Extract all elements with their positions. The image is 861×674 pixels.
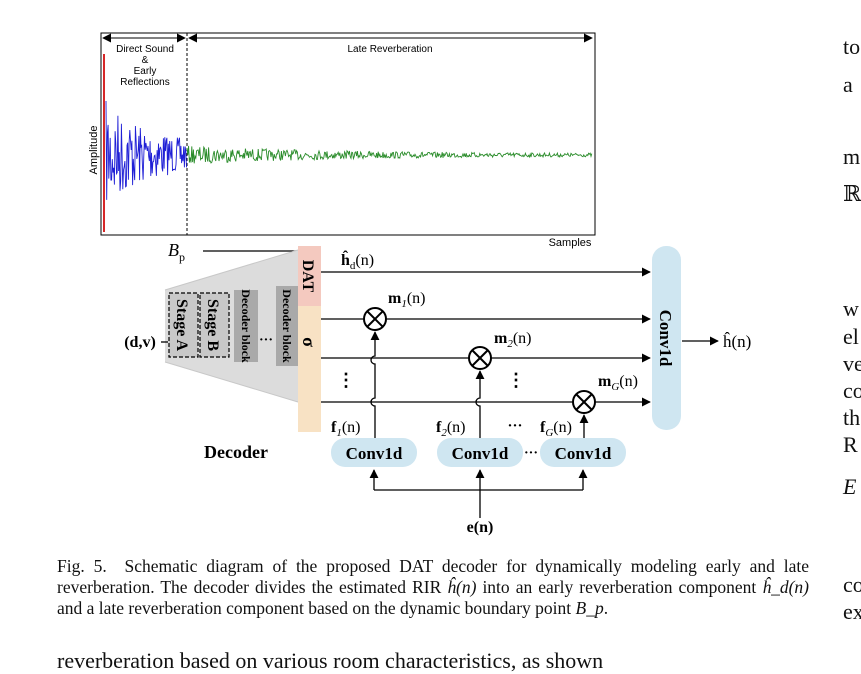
rcol-2: m [843,144,861,169]
region-amp-label: & [142,55,149,66]
f1-label: f1(n) [331,419,360,439]
feed-1 [370,331,380,438]
mg-label: mG(n) [598,373,638,393]
caption-text-1: Schematic diagram of the proposed DAT de… [57,556,809,597]
rcol-5: el [843,324,859,349]
plot-ylabel: Amplitude [88,126,100,175]
early-reflections-trace [105,100,187,200]
conv1d-main-box [652,246,681,430]
rcol-3: ℝ [843,181,861,206]
sigma-label: σ [299,337,319,347]
dat-decoder-figure: Amplitude Samples Direct Sound & Early R… [88,32,751,536]
rcol-0: to [843,34,861,59]
f2-label: f2(n) [436,419,465,439]
stage-b-box [199,292,230,358]
decoder-dots: ··· [259,333,273,348]
caption-h: ĥ(n) [447,577,477,597]
stage-a-label: Stage A [173,299,190,351]
stage-b-label: Stage B [204,299,221,351]
rcol-11: co [843,572,861,597]
conv1d-2-box [437,438,523,467]
body-text-line: reverberation based on various room char… [57,648,604,673]
region-early-label: Early [134,66,157,77]
caption-bp: B_p [575,598,604,618]
rcol-7: co [843,378,861,403]
region-late-label: Late Reverberation [347,44,432,55]
feed-2 [475,370,485,438]
vdots-left: ⋮ [337,370,355,390]
rir-plot: Amplitude Samples Direct Sound & Early R… [88,32,596,249]
e-label: e(n) [467,519,494,536]
caption-text-3: and a late reverberation component based… [57,598,576,618]
plot-frame [100,32,596,236]
conv1d-main-label: Conv1d [656,310,675,367]
decoder-block-1 [234,290,258,362]
hdots-f: ··· [507,418,522,434]
hdots-conv: ··· [524,446,538,461]
rcol-10: E [843,474,857,499]
m1-label: m1(n) [388,290,425,310]
rcol-4: w [843,296,859,321]
caption-fig-number: Fig. 5. [57,556,107,576]
region-direct-label: Direct Sound [116,44,174,55]
conv1d-g-label: Conv1d [555,444,612,463]
rcol-1: a [843,72,853,97]
conv1d-g-box [540,438,626,467]
stage-a-box [168,292,199,358]
decoder-edge-top [164,249,299,291]
boundary-symbol: Bp [168,240,185,264]
rcol-6: ve [843,351,861,376]
input-dv-label: (d,v) [124,334,156,351]
multiplier-g [572,390,596,414]
figure-caption: Fig. 5. Schematic diagram of the propose… [57,556,809,619]
conv1d-2-label: Conv1d [452,444,509,463]
caption-hd: ĥ_d(n) [762,577,809,597]
conv1d-1-label: Conv1d [346,444,403,463]
dat-label: DAT [299,260,316,293]
waveform [103,54,593,232]
plot-xlabel: Samples [549,237,592,249]
sigma-box [298,306,321,432]
rcol-9: R [843,432,858,457]
m2-label: m2(n) [494,330,531,350]
decoder: Stage A Stage B Decoder block ··· Decode… [164,249,299,462]
decoder-trapezoid [165,250,298,402]
decoder-edge-bottom [164,361,299,403]
conv1d-1-box [331,438,417,467]
multiplier-2 [468,346,492,370]
region-reflections-label: Reflections [120,77,169,88]
output-label: ĥ(n) [723,332,751,351]
fg-label: fG(n) [540,419,572,439]
dat-box [298,246,321,306]
decoder-block-1-label: Decoder block [239,289,253,363]
late-reverberation-trace [186,145,593,164]
vdots-mid: ⋮ [507,370,525,390]
decoder-label: Decoder [204,442,268,462]
multiplier-1 [363,307,387,331]
caption-text-4: . [603,598,609,618]
decoder-block-2 [276,286,298,366]
hd-label: ĥd(n) [341,249,374,272]
decoder-block-2-label: Decoder block [280,289,294,363]
rcol-8: th [843,405,861,430]
rcol-12: ex [843,599,861,624]
caption-text-2: into an early reverberation component [476,577,763,597]
